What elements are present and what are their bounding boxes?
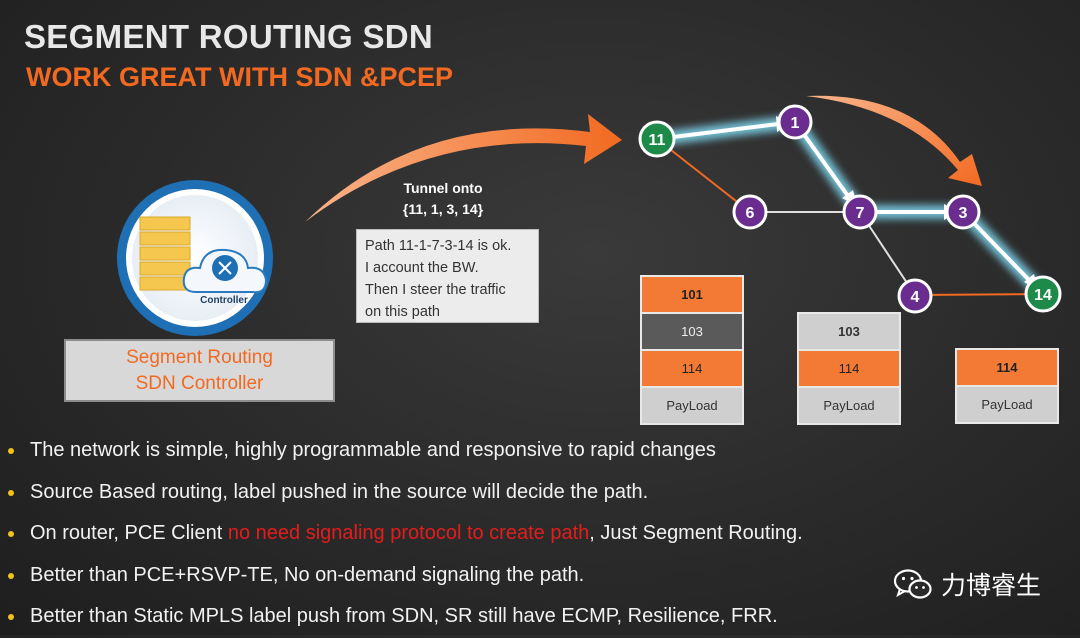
cloud-router-icon	[182, 248, 268, 294]
bullet-list: The network is simple, highly programmab…	[8, 430, 803, 638]
node-14: 14	[1024, 275, 1062, 313]
bullet-item: Better than PCE+RSVP-TE, No on-demand si…	[8, 555, 803, 597]
svg-text:11: 11	[649, 132, 666, 149]
note-line: I account the BW.	[365, 260, 479, 276]
server-icon	[139, 216, 191, 291]
bullet-item: Better than Static MPLS label push from …	[8, 596, 803, 638]
label-cell: 114	[957, 350, 1057, 385]
node-4: 4	[897, 278, 933, 314]
highlight-text: no need signaling protocol to create pat…	[227, 522, 590, 544]
node-7: 7	[842, 194, 878, 230]
note-line: on this path	[365, 304, 440, 320]
controller-arrow	[305, 114, 622, 222]
bullet-item: On router, PCE Client no need signaling …	[8, 513, 803, 555]
brand-text: 力博睿生	[941, 571, 1042, 600]
label-cell: 103	[642, 314, 742, 349]
svg-text:7: 7	[856, 205, 865, 222]
controller-icon-label: Controller	[200, 295, 248, 306]
wechat-icon	[893, 569, 932, 599]
label-cell: 101	[642, 277, 742, 312]
controller-name-line1: Segment Routing	[126, 347, 273, 368]
label-stack-1: 101 103 114 PayLoad	[640, 275, 744, 425]
tunnel-label-line2: {11, 1, 3, 14}	[402, 201, 484, 217]
controller-name-box: Segment Routing SDN Controller	[64, 339, 335, 402]
svg-text:14: 14	[1034, 287, 1052, 304]
controller-note: Path 11-1-7-3-14 is ok. I account the BW…	[356, 229, 539, 323]
node-1: 1	[777, 104, 813, 140]
label-stack-3: 114 PayLoad	[955, 348, 1059, 424]
page-subtitle: WORK GREAT WITH SDN &PCEP	[26, 62, 453, 92]
note-line: Then I steer the traffic	[365, 282, 506, 298]
brand-watermark: 力博睿生	[893, 566, 1041, 602]
tunnel-label-line1: Tunnel onto	[403, 180, 483, 196]
controller-icon: Controller	[117, 180, 273, 336]
path-arrow	[806, 95, 982, 186]
svg-text:6: 6	[746, 205, 755, 222]
page-title: SEGMENT ROUTING SDN	[24, 18, 434, 55]
label-cell: 114	[642, 351, 742, 386]
bullet-dot	[8, 572, 14, 579]
bullet-dot	[8, 489, 14, 496]
bullet-item: Source Based routing, label pushed in th…	[8, 472, 803, 514]
node-11: 11	[638, 120, 676, 158]
bullet-dot	[8, 531, 14, 537]
svg-text:3: 3	[959, 205, 968, 222]
bullet-item: The network is simple, highly programmab…	[8, 430, 803, 472]
label-cell: 114	[799, 351, 899, 386]
bullet-dot	[8, 448, 14, 454]
controller-name-line2: SDN Controller	[135, 373, 264, 394]
svg-text:4: 4	[911, 289, 920, 306]
node-3: 3	[945, 194, 981, 230]
label-stack-2: 103 114 PayLoad	[797, 312, 901, 425]
bullet-dot	[8, 614, 14, 620]
tunnel-label: Tunnel onto {11, 1, 3, 14}	[380, 178, 506, 220]
note-line: Path 11-1-7-3-14 is ok.	[365, 238, 512, 254]
payload-cell: PayLoad	[799, 388, 899, 423]
payload-cell: PayLoad	[642, 388, 742, 423]
node-6: 6	[732, 194, 768, 230]
payload-cell: PayLoad	[957, 387, 1057, 422]
svg-text:1: 1	[791, 115, 800, 132]
label-cell: 103	[799, 314, 899, 349]
